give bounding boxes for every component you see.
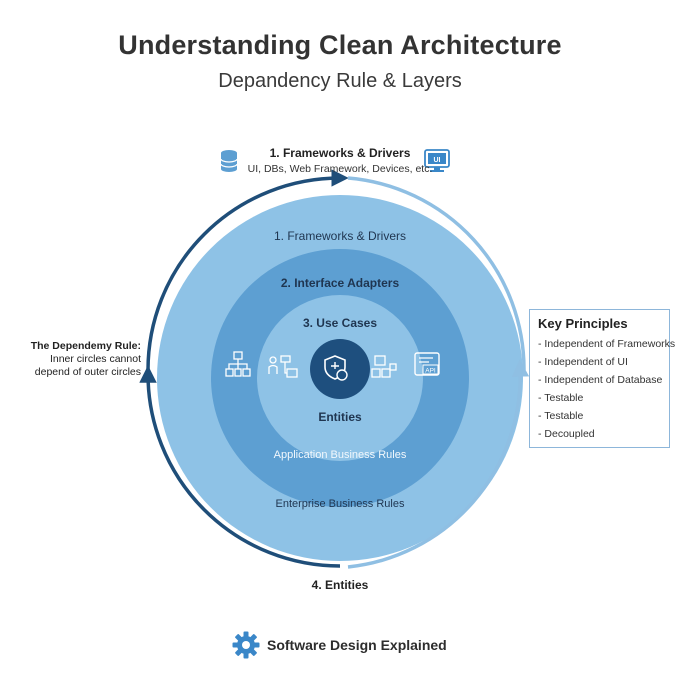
frameworks-drivers-label: 1. Frameworks & Drivers — [273, 229, 407, 243]
dependency-rule-text-1: Inner circles cannot — [49, 353, 141, 365]
bottom-layer-label: 4. Entities — [311, 578, 369, 592]
user-workflow-icon — [268, 355, 298, 378]
entities-label: Entities — [318, 410, 362, 424]
api-badge-text: API — [425, 368, 436, 375]
dependency-rule-title: The Dependemy Rule: — [30, 340, 141, 352]
flow-arrow-bottom-right — [347, 359, 530, 569]
monitor-ui-text: UI — [434, 157, 441, 164]
top-layer-description: UI, DBs, Web Framework, Devices, etc. — [247, 163, 433, 175]
interface-adapters-label: 2. Interface Adapters — [280, 276, 400, 290]
key-principles-box: Key Principles - Independent of Framewor… — [529, 309, 676, 448]
footer-text: Software Design Explained — [267, 637, 447, 653]
hierarchy-icon — [225, 351, 251, 377]
application-business-rules-caption: Application Business Rules — [273, 449, 407, 461]
shield-lock-icon — [324, 355, 348, 381]
components-icon — [371, 355, 397, 378]
monitor-ui-icon: UI — [424, 149, 450, 172]
principle-item: - Independent of UI — [538, 356, 628, 368]
principle-item: - Independent of Database — [538, 374, 663, 386]
database-icon — [220, 150, 238, 172]
api-icon: API — [414, 352, 440, 376]
dependency-arrow-top — [146, 169, 349, 371]
gear-icon — [232, 631, 260, 659]
principle-item: - Decoupled — [538, 428, 595, 440]
use-cases-label: 3. Use Cases — [302, 316, 378, 330]
dependency-rule-text-2: depend of outer circles — [34, 366, 141, 378]
flow-arrow-top-right — [347, 176, 526, 371]
page-title: Understanding Clean Architecture — [118, 30, 562, 60]
dependency-arrow-bottom — [139, 365, 341, 568]
principle-item: - Testable — [538, 410, 584, 422]
page-subtitle: Depandency Rule & Layers — [218, 70, 462, 92]
top-layer-label: 1. Frameworks & Drivers — [269, 146, 411, 160]
dependency-rule-note: The Dependemy Rule: Inner circles cannot… — [6, 340, 141, 379]
enterprise-business-rules-caption: Enterprise Business Rules — [275, 498, 405, 510]
footer: Software Design Explained — [232, 630, 447, 660]
key-principles-title: Key Principles — [538, 316, 628, 331]
layer-entities-core — [310, 339, 370, 399]
principle-item: - Testable — [538, 392, 584, 404]
principle-item: - Independent of Frameworks — [538, 338, 676, 350]
